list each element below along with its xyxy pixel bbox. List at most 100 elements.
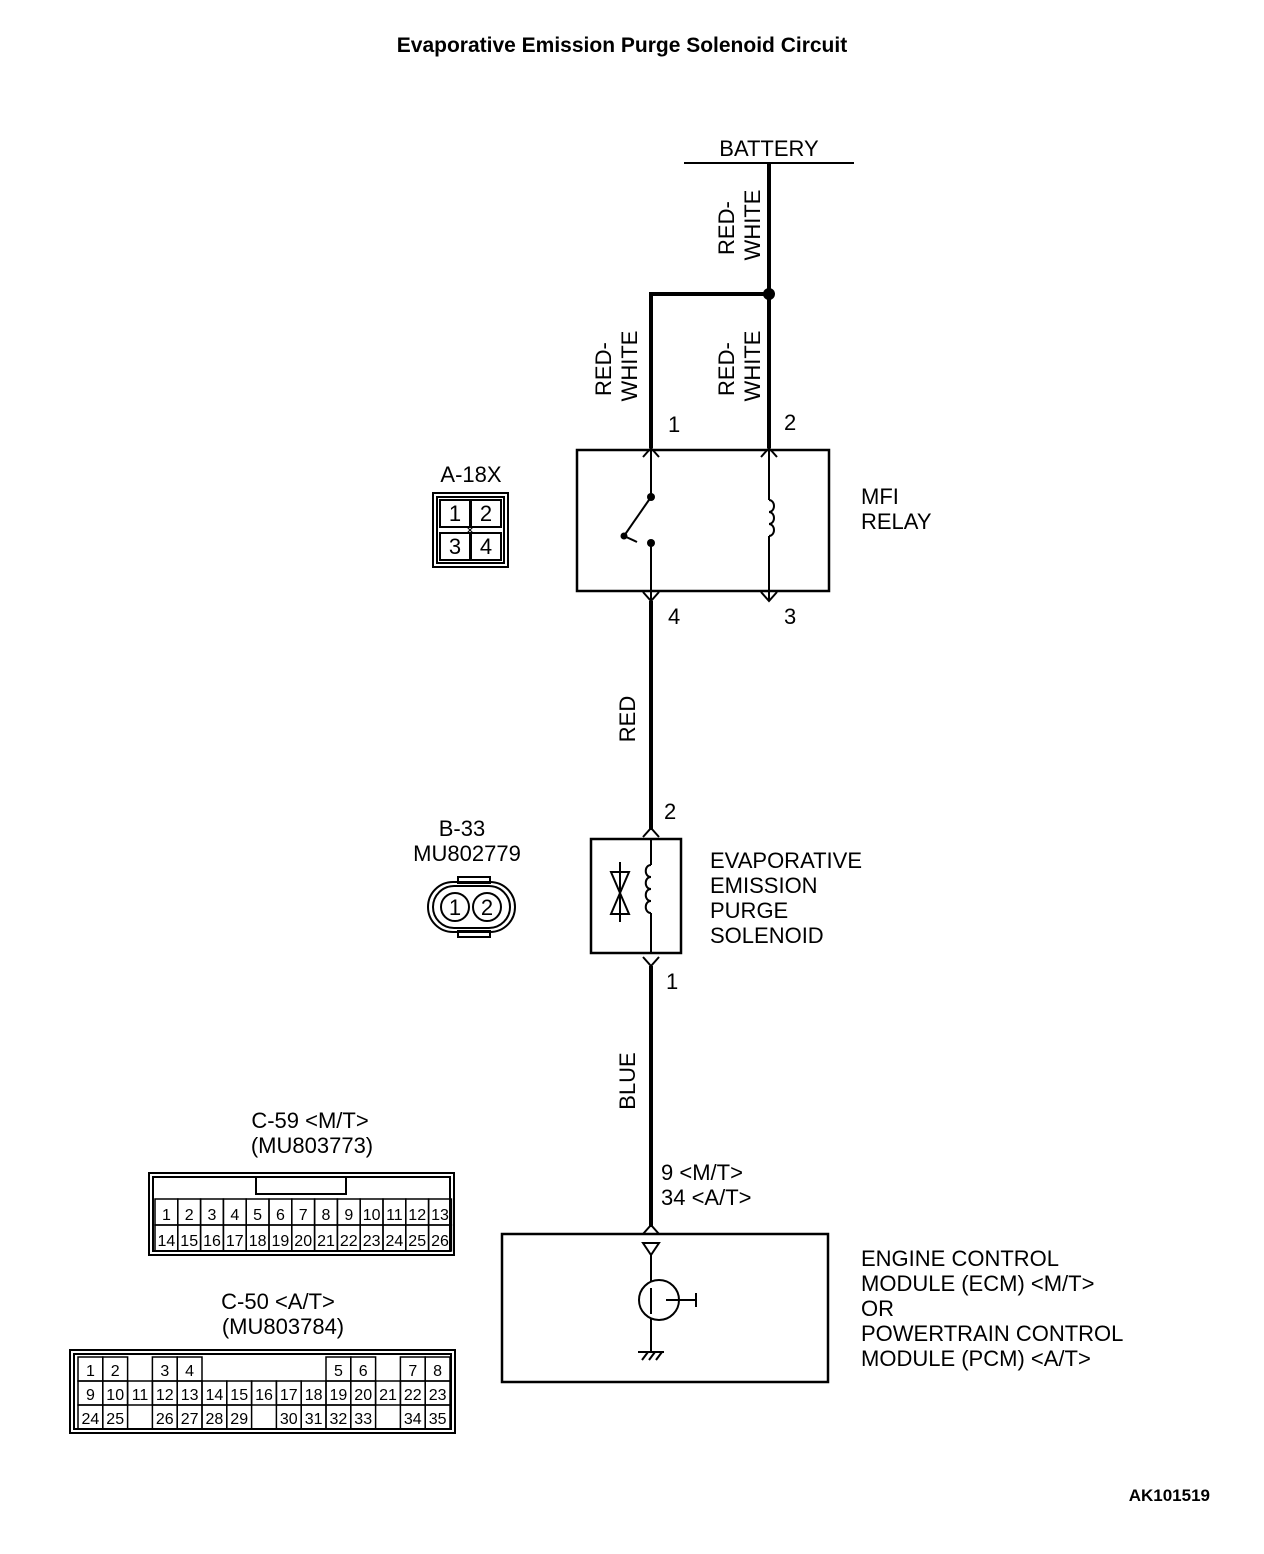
c50-cell-label: 25 (106, 1411, 124, 1428)
c59-cell-label: 5 (253, 1207, 262, 1224)
c59-cell-label: 26 (431, 1233, 449, 1250)
a18x-cell: 3 (449, 534, 461, 559)
relay-pin1-wire (649, 292, 769, 448)
valve-icon (609, 839, 652, 953)
a18x-cell: 2 (480, 501, 492, 526)
mfi-relay-label-line: MFI (861, 484, 899, 509)
c59-cell-label: 18 (249, 1233, 267, 1250)
c50-cell-label: 13 (181, 1387, 199, 1404)
svg-text:×: × (466, 522, 475, 539)
c50-cell-label: 29 (230, 1411, 248, 1428)
a18x-cell: 4 (480, 534, 492, 559)
c50-cell-label: 18 (305, 1387, 323, 1404)
c59-cell-label: 7 (299, 1207, 308, 1224)
wire-label-blue: BLUE (615, 1052, 640, 1109)
c59-title: C-59 <M/T> (251, 1108, 368, 1133)
c50-cell-label: 3 (160, 1363, 169, 1380)
c50-cell-label: 24 (82, 1411, 100, 1428)
c50-cell-label: 16 (255, 1387, 273, 1404)
wire-label-line: WHITE (740, 331, 765, 402)
wire-label-relay-pin2: RED- WHITE (714, 331, 765, 402)
wire-label-line: WHITE (617, 331, 642, 402)
a18x-connector: × (432, 492, 509, 568)
b33-cell: 1 (449, 895, 461, 920)
relay-pin-3: 3 (784, 604, 796, 629)
c59-part: (MU803773) (251, 1133, 373, 1158)
c59-cell-label: 25 (408, 1233, 426, 1250)
c50-cell-box (252, 1405, 277, 1429)
c59-cell-label: 17 (226, 1233, 244, 1250)
c50-cell-label: 6 (359, 1363, 368, 1380)
wire-label-line: RED- (714, 342, 739, 396)
c59-cell-label: 12 (408, 1207, 426, 1224)
solenoid-label-line: PURGE (710, 898, 788, 923)
relay-coil-icon (768, 450, 775, 601)
relay-pin-1: 1 (668, 412, 680, 437)
ecm-label-line: OR (861, 1296, 894, 1321)
c50-cell-label: 20 (354, 1387, 372, 1404)
wire-label-battery-feed: RED- WHITE (714, 190, 765, 261)
relay-switch-icon (620, 450, 655, 601)
b33-cell: 2 (481, 895, 493, 920)
c50-cell-label: 23 (429, 1387, 447, 1404)
mfi-relay-label: MFI RELAY (861, 484, 932, 534)
c50-cell-label: 2 (111, 1363, 120, 1380)
c50-cell-label: 34 (404, 1411, 422, 1428)
relay-pin-4: 4 (668, 604, 680, 629)
wire-label-red: RED (615, 696, 640, 742)
c50-part: (MU803784) (222, 1314, 344, 1339)
wire-label-line: RED- (714, 201, 739, 255)
c50-cell-label: 26 (156, 1411, 174, 1428)
c59-cell-label: 22 (340, 1233, 358, 1250)
c59-cell-label: 14 (158, 1233, 176, 1250)
c50-cell-box (376, 1405, 401, 1429)
c50-cell-label: 32 (330, 1411, 348, 1428)
c50-cell-box (227, 1357, 252, 1381)
c50-cell-box (350, 1404, 377, 1430)
wire-label-line: RED- (591, 342, 616, 396)
a18x-cell: 1 (449, 501, 461, 526)
c50-cell-label: 5 (334, 1363, 343, 1380)
c50-cell-label: 1 (86, 1363, 95, 1380)
c50-cell-box (301, 1357, 326, 1381)
ecm-label-line: MODULE (PCM) <A/T> (861, 1346, 1091, 1371)
c50-cell-box (226, 1404, 253, 1430)
splice-point (763, 288, 775, 300)
ecm-label: ENGINE CONTROL MODULE (ECM) <M/T> OR POW… (861, 1246, 1129, 1371)
c50-cell-label: 11 (132, 1387, 149, 1404)
figure-code: AK101519 (1129, 1486, 1210, 1505)
b33-connector (427, 876, 516, 938)
c59-cell-label: 6 (276, 1207, 285, 1224)
solenoid-label-line: SOLENOID (710, 923, 824, 948)
c50-cell-label: 19 (330, 1387, 348, 1404)
wire-label-line: WHITE (740, 190, 765, 261)
c50-connector (69, 1349, 456, 1434)
c50-cell-label: 4 (185, 1363, 194, 1380)
c50-cell-label: 8 (433, 1363, 442, 1380)
c50-cell-label: 14 (206, 1387, 224, 1404)
ecm-label-line: MODULE (ECM) <M/T> (861, 1271, 1094, 1296)
c59-cell-label: 24 (386, 1233, 404, 1250)
c50-cell-label: 9 (86, 1387, 95, 1404)
b33-label: B-33 (439, 816, 485, 841)
solenoid-pin-bottom: 1 (666, 969, 678, 994)
c50-cell-label: 27 (181, 1411, 199, 1428)
c50-cell-label: 35 (429, 1411, 447, 1428)
c50-cell-box (424, 1404, 451, 1430)
c50-cell-label: 33 (354, 1411, 372, 1428)
battery-label: BATTERY (719, 136, 819, 161)
solenoid-pin-top: 2 (664, 799, 676, 824)
c50-cell-label: 7 (408, 1363, 417, 1380)
c59-cell-label: 11 (386, 1207, 403, 1224)
a18x-label: A-18X (440, 462, 501, 487)
ecm-box (500, 1232, 830, 1384)
c50-cell-box (252, 1357, 277, 1381)
ecm-label-line: POWERTRAIN CONTROL (861, 1321, 1123, 1346)
solenoid-label: EVAPORATIVE EMISSION PURGE SOLENOID (710, 848, 868, 948)
c50-cell-label: 10 (106, 1387, 124, 1404)
c50-cell-label: 22 (404, 1387, 422, 1404)
c59-cell-label: 4 (230, 1207, 239, 1224)
